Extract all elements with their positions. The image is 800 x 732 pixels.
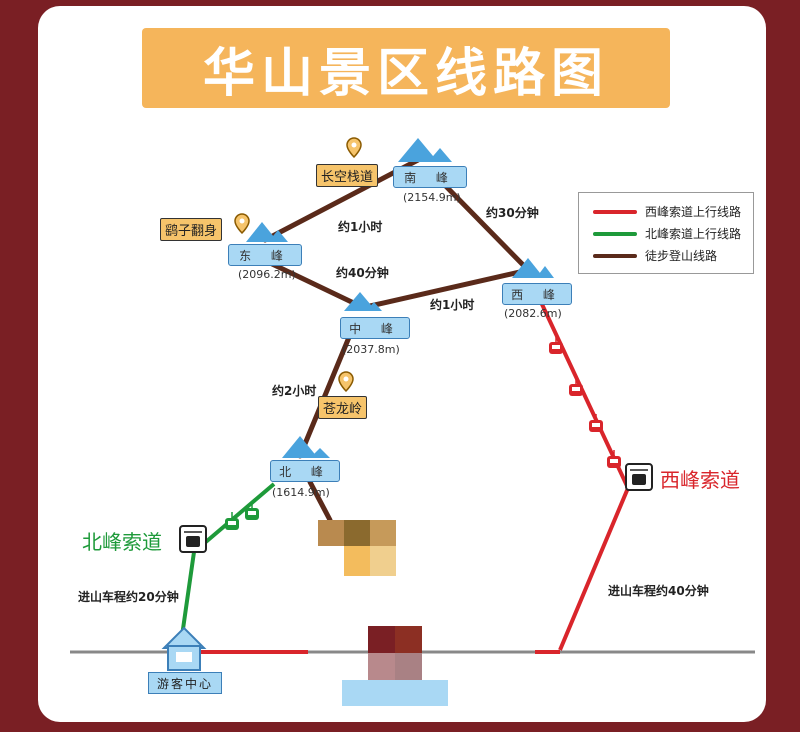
peak-south-label: 南 峰 xyxy=(393,166,467,188)
location-pin-icons xyxy=(234,137,362,393)
cable-car-icon xyxy=(607,450,621,468)
time-south-west: 约30分钟 xyxy=(486,206,539,220)
mountain-icon-west xyxy=(512,258,544,278)
location-pin-icon xyxy=(338,371,354,393)
west-cableway-station-icon xyxy=(625,463,653,491)
north-cableway-station-icon xyxy=(179,525,207,553)
peak-middle-label: 中 峰 xyxy=(340,317,410,339)
time-east-middle: 约40分钟 xyxy=(336,266,389,280)
cable-car-icon xyxy=(589,414,603,432)
visitor-center-label: 游客中心 xyxy=(148,672,222,694)
route-east-middle xyxy=(265,259,363,309)
legend-hiking: 徒步登山线路 xyxy=(593,247,717,264)
map-card xyxy=(38,6,766,722)
peak-west-label: 西 峰 xyxy=(502,283,572,305)
peak-east-elevation: (2096.2m) xyxy=(238,268,296,281)
time-north-middle: 约2小时 xyxy=(272,384,317,398)
time-east-south: 约1小时 xyxy=(338,220,383,234)
legend-north-cable: 北峰索道上行线路 xyxy=(593,225,741,242)
cable-car-icon xyxy=(569,378,583,396)
route-middle-west xyxy=(367,269,523,309)
peak-south-elevation: (2154.9m) xyxy=(403,191,461,204)
location-pin-icon xyxy=(234,213,250,235)
north-cable-route xyxy=(180,482,276,637)
mountain-icon-east xyxy=(246,222,278,242)
legend-green-swatch xyxy=(593,231,637,236)
legend: 西峰索道上行线路 北峰索道上行线路 徒步登山线路 xyxy=(578,192,754,274)
spot-canglong-tag: 苍龙岭 xyxy=(318,396,368,419)
north-cableway-label: 北峰索道 xyxy=(82,530,162,554)
spot-changkong-tag: 长空栈道 xyxy=(316,164,379,187)
west-cable-car-icons xyxy=(549,336,621,468)
peak-east-label: 东 峰 xyxy=(228,244,302,266)
location-pin-icon xyxy=(346,137,362,159)
time-middle-west: 约1小时 xyxy=(430,298,475,312)
north-cable-car-icons xyxy=(225,502,259,530)
map-title: 华山景区线路图 xyxy=(142,28,670,108)
peak-middle-elevation: (2037.8m) xyxy=(342,343,400,356)
cable-car-icon xyxy=(225,512,239,530)
spot-yaozi-tag: 鹞子翻身 xyxy=(160,218,223,241)
cable-car-icon xyxy=(549,336,563,354)
legend-north-cable-text: 北峰索道上行线路 xyxy=(645,227,742,241)
pixelated-area xyxy=(318,520,396,576)
peak-north-elevation: (1614.9m) xyxy=(272,486,330,499)
peak-west-elevation: (2082.6m) xyxy=(504,307,562,320)
pixelated-area xyxy=(368,626,422,680)
route-north-middle xyxy=(297,327,355,459)
mountain-icon-south xyxy=(398,138,438,162)
mountain-icon-middle xyxy=(344,292,376,311)
north-drive-time: 进山车程约20分钟 xyxy=(78,590,179,604)
route-east-south xyxy=(262,157,421,243)
legend-hiking-text: 徒步登山线路 xyxy=(645,249,718,263)
legend-west-cable-text: 西峰索道上行线路 xyxy=(645,205,742,219)
legend-west-cable: 西峰索道上行线路 xyxy=(593,203,741,220)
west-cableway-label: 西峰索道 xyxy=(660,468,740,492)
peak-north-label: 北 峰 xyxy=(270,460,340,482)
cable-car-icon xyxy=(245,502,259,520)
visitor-center-icon xyxy=(161,626,207,671)
route-north-down xyxy=(307,479,333,523)
mountain-icon-north xyxy=(282,436,318,458)
pixelated-area xyxy=(342,680,448,706)
mountain-icons xyxy=(246,138,554,458)
legend-brown-swatch xyxy=(593,253,637,258)
west-drive-time: 进山车程约40分钟 xyxy=(608,584,709,598)
legend-red-swatch xyxy=(593,209,637,214)
